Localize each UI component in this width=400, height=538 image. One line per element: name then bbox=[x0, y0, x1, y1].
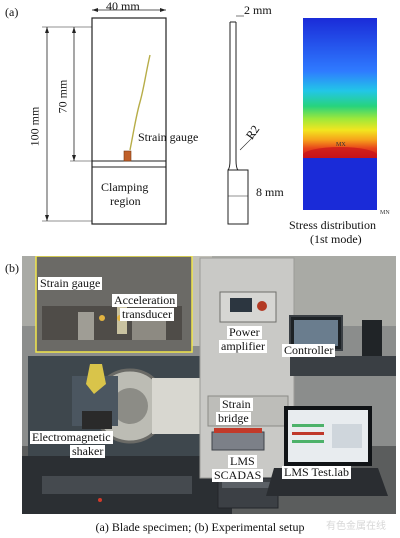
stress-caption-1: Stress distribution bbox=[289, 218, 377, 232]
side-clamp-block bbox=[227, 169, 249, 225]
label-shaker-1: Electromagnetic bbox=[30, 430, 113, 444]
label-acceleration-1: Acceleration bbox=[112, 293, 178, 307]
dim-clamp-width: 8 mm bbox=[256, 185, 284, 199]
label-acceleration-2: transducer bbox=[120, 307, 174, 321]
crack-path bbox=[129, 54, 151, 151]
label-scadas-2: SCADAS bbox=[212, 468, 264, 482]
panel-a: (a) bbox=[0, 0, 400, 252]
strain-gauge-label: Strain gauge bbox=[138, 130, 199, 144]
label-shaker-2: shaker bbox=[70, 444, 106, 458]
label-controller: Controller bbox=[282, 343, 336, 357]
strain-bridge-box bbox=[211, 431, 265, 451]
dim-height-total: 100 mm bbox=[27, 106, 42, 147]
blade-drawing bbox=[42, 8, 377, 225]
fea-stress-map bbox=[303, 18, 377, 158]
dim-height-upper: 70 mm bbox=[55, 79, 70, 114]
dim-width: 40 mm bbox=[106, 0, 140, 13]
label-testlab: LMS Test.lab bbox=[282, 465, 351, 479]
stress-caption-2: (1st mode) bbox=[310, 232, 362, 246]
clamping-line-2: region bbox=[110, 194, 141, 208]
clamping-line-1: Clamping bbox=[101, 180, 149, 194]
label-power-2: amplifier bbox=[219, 339, 267, 353]
strain-gauge-mark bbox=[123, 150, 132, 162]
fea-max-mark: MX bbox=[336, 142, 346, 148]
dim-thickness: 2 mm bbox=[244, 3, 272, 17]
blade-outline bbox=[91, 17, 167, 225]
panel-b: (b) bbox=[0, 252, 400, 517]
label-strain-bridge-2: bridge bbox=[216, 411, 251, 425]
panel-a-label: (a) bbox=[5, 5, 19, 19]
watermark: 有色金属在线 bbox=[326, 521, 386, 532]
blade-fixture bbox=[86, 364, 106, 394]
label-strain-bridge-1: Strain bbox=[220, 397, 253, 411]
label-scadas-1: LMS bbox=[228, 454, 257, 468]
label-power-1: Power bbox=[227, 325, 262, 339]
label-strain-gauge: Strain gauge bbox=[38, 276, 103, 290]
panel-b-label: (b) bbox=[5, 261, 19, 275]
figure-caption: (a) Blade specimen; (b) Experimental set… bbox=[95, 520, 305, 534]
fea-min-mark: MN bbox=[380, 210, 390, 216]
